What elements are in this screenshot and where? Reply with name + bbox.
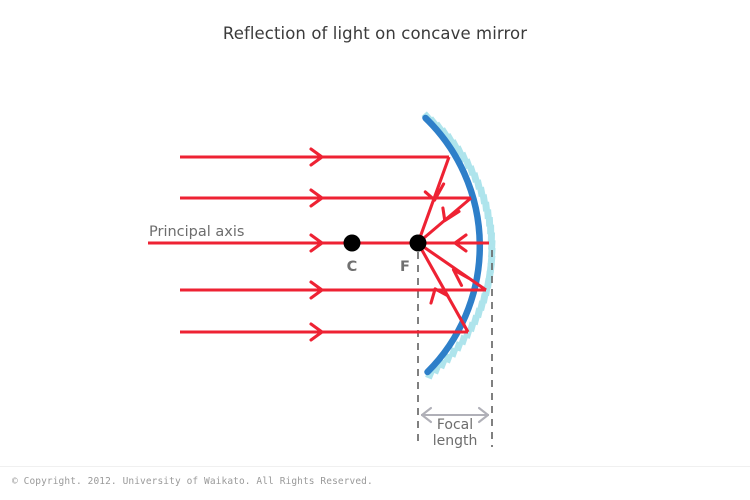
center-of-curvature-label: C [347,259,358,275]
copyright-notice: © Copyright. 2012. University of Waikato… [12,476,373,487]
center-of-curvature-dot [343,234,361,252]
focal-length-label-line1: Focal [437,417,473,433]
incident-ray-arrowheads [309,147,324,342]
concave-mirror-arc [422,114,484,376]
principal-axis-label: Principal axis [149,224,244,240]
reflected-ray-arrowheads [423,182,470,305]
focal-length-arrowhead-right [477,406,490,424]
reflected-ray-5 [416,242,470,333]
page-title: Reflection of light on concave mirror [222,24,528,43]
focal-length-label-line2: length [433,433,478,449]
focal-length-measure: Focal length [420,406,490,449]
reflected-ray-4 [417,241,487,292]
focal-point-label: F [400,259,410,275]
footer-divider [0,466,750,467]
focal-point-dot [409,234,427,252]
focal-length-arrowhead-left [420,406,433,424]
